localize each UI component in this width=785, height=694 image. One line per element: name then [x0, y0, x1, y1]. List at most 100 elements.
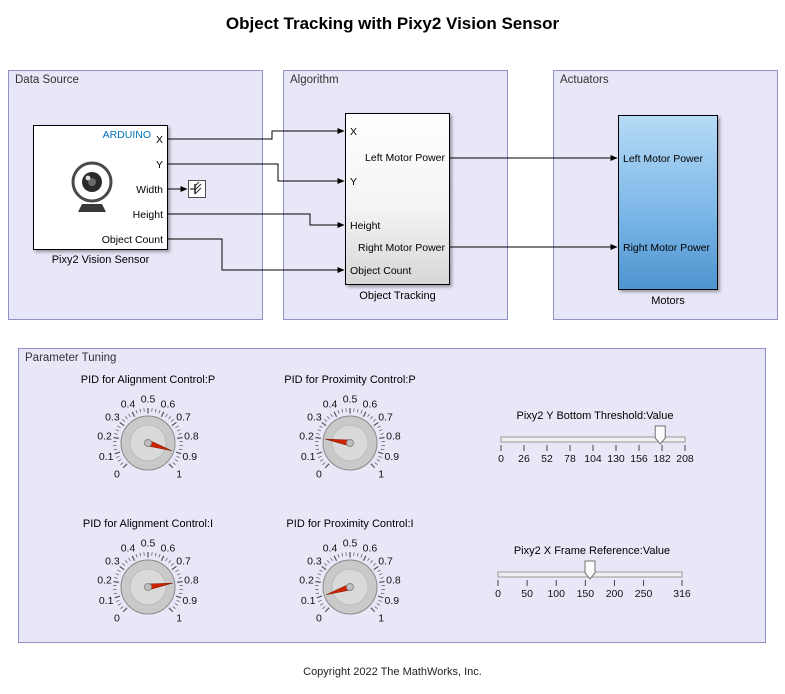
- area-data-source-label: Data Source: [15, 74, 79, 86]
- svg-text:0.3: 0.3: [307, 412, 322, 424]
- area-algorithm-label: Algorithm: [290, 74, 339, 86]
- object-tracking-in-object-count: Object Count: [350, 265, 412, 277]
- motors-in-right-motor-power: Right Motor Power: [623, 242, 710, 254]
- svg-text:0.4: 0.4: [323, 398, 338, 410]
- svg-text:0.1: 0.1: [301, 451, 316, 463]
- knob-pid-proximity-control-p-label: PID for Proximity Control:P: [284, 374, 416, 386]
- svg-text:104: 104: [584, 453, 602, 465]
- svg-text:250: 250: [635, 588, 653, 600]
- svg-text:0.7: 0.7: [176, 412, 191, 424]
- knob-pid-alignment-control-i-label: PID for Alignment Control:I: [82, 518, 214, 530]
- svg-text:52: 52: [541, 453, 553, 465]
- svg-text:0.4: 0.4: [121, 398, 136, 410]
- svg-text:150: 150: [577, 588, 595, 600]
- object-tracking-in-y: Y: [350, 176, 358, 188]
- svg-text:0.8: 0.8: [184, 431, 199, 443]
- svg-text:78: 78: [564, 453, 576, 465]
- object-tracking-block-label: Object Tracking: [359, 290, 436, 302]
- pixy2-board-name: ARDUINO: [102, 129, 151, 141]
- svg-text:182: 182: [653, 453, 671, 465]
- svg-text:0: 0: [114, 613, 120, 625]
- svg-text:0.7: 0.7: [176, 556, 191, 568]
- svg-text:1: 1: [176, 613, 182, 625]
- svg-text:0.3: 0.3: [105, 412, 120, 424]
- svg-text:0.2: 0.2: [299, 431, 314, 443]
- svg-text:1: 1: [176, 469, 182, 481]
- svg-text:0.3: 0.3: [307, 556, 322, 568]
- svg-text:0.6: 0.6: [161, 542, 176, 554]
- pixy2-port-width: Width: [136, 184, 163, 196]
- svg-text:0.8: 0.8: [184, 575, 199, 587]
- slider-pixy2-x-frame-reference-label: Pixy2 X Frame Reference:Value: [513, 545, 671, 557]
- pixy2-port-y: Y: [155, 159, 163, 171]
- svg-text:0.7: 0.7: [378, 556, 393, 568]
- object-tracking-out-left-motor-power: Left Motor Power: [365, 152, 445, 164]
- svg-text:156: 156: [630, 453, 648, 465]
- svg-text:100: 100: [547, 588, 565, 600]
- pixy2-port-height: Height: [132, 209, 163, 221]
- svg-text:0.6: 0.6: [363, 398, 378, 410]
- pixy2-port-x: X: [155, 134, 163, 146]
- pixy2-block-label: Pixy2 Vision Sensor: [51, 254, 150, 266]
- knob-pid-alignment-control-p-label: PID for Alignment Control:P: [80, 374, 216, 386]
- svg-text:0.5: 0.5: [343, 538, 358, 550]
- svg-text:0.3: 0.3: [105, 556, 120, 568]
- model-title: Object Tracking with Pixy2 Vision Sensor: [225, 14, 560, 33]
- svg-text:0.1: 0.1: [99, 451, 114, 463]
- terminator-icon: [190, 181, 202, 195]
- block-pixy2-vision-sensor[interactable]: ARDUINO X Y Width Height Object Count: [33, 125, 168, 250]
- svg-text:0.5: 0.5: [141, 538, 156, 550]
- svg-text:26: 26: [518, 453, 530, 465]
- svg-text:0.2: 0.2: [299, 575, 314, 587]
- area-parameter-tuning-label: Parameter Tuning: [25, 352, 117, 364]
- svg-text:0.6: 0.6: [363, 542, 378, 554]
- svg-text:1: 1: [378, 613, 384, 625]
- svg-text:0.8: 0.8: [386, 575, 401, 587]
- slider-pixy2-y-bottom-threshold-label: Pixy2 Y Bottom Threshold:Value: [516, 410, 674, 422]
- svg-text:0.5: 0.5: [141, 394, 156, 406]
- svg-text:0.1: 0.1: [301, 595, 316, 607]
- svg-text:0.2: 0.2: [97, 431, 112, 443]
- svg-text:0.9: 0.9: [385, 595, 400, 607]
- svg-text:0.1: 0.1: [99, 595, 114, 607]
- svg-text:208: 208: [676, 453, 694, 465]
- svg-text:316: 316: [673, 588, 691, 600]
- object-tracking-in-x: X: [350, 126, 358, 138]
- area-actuators-label: Actuators: [560, 74, 609, 86]
- svg-text:0.9: 0.9: [183, 451, 198, 463]
- motors-block-label: Motors: [651, 295, 685, 307]
- svg-text:0: 0: [316, 613, 322, 625]
- svg-text:0: 0: [114, 469, 120, 481]
- knob-pid-proximity-control-i-label: PID for Proximity Control:I: [286, 518, 414, 530]
- object-tracking-in-height: Height: [350, 220, 381, 232]
- svg-text:0.4: 0.4: [323, 542, 338, 554]
- svg-text:50: 50: [521, 588, 533, 600]
- svg-text:0: 0: [498, 453, 504, 465]
- svg-text:0.5: 0.5: [343, 394, 358, 406]
- motors-in-left-motor-power: Left Motor Power: [623, 153, 703, 165]
- block-motors[interactable]: Left Motor Power Right Motor Power: [618, 115, 718, 290]
- svg-text:1: 1: [378, 469, 384, 481]
- svg-text:0.8: 0.8: [386, 431, 401, 443]
- block-object-tracking[interactable]: X Y Height Object Count Left Motor Power…: [345, 113, 450, 285]
- svg-text:0.4: 0.4: [121, 542, 136, 554]
- slider-pixy2-y-bottom-threshold[interactable]: Pixy2 Y Bottom Threshold:Value 0 26 52 78 10…: [495, 410, 695, 470]
- svg-text:200: 200: [606, 588, 624, 600]
- svg-text:0.9: 0.9: [385, 451, 400, 463]
- svg-text:0: 0: [316, 469, 322, 481]
- svg-text:0.6: 0.6: [161, 398, 176, 410]
- pixy2-port-object-count: Object Count: [101, 234, 163, 246]
- terminator-block[interactable]: [188, 180, 206, 198]
